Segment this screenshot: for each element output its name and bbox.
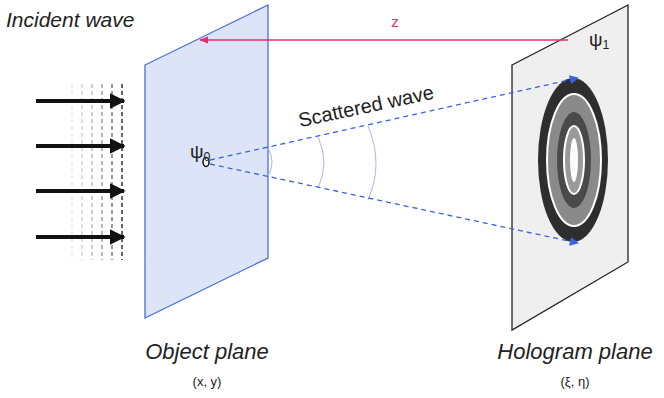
field-symbol: ψ0 xyxy=(190,142,210,165)
field-symbol: ψ1 xyxy=(589,30,609,53)
z-distance-arrow xyxy=(200,39,568,40)
coordinate-label: (ξ, η) xyxy=(561,375,590,389)
coordinate-label: (x, y) xyxy=(193,375,222,389)
scattered-wavefronts xyxy=(268,126,376,200)
plane-label: Hologram plane xyxy=(497,340,652,364)
plane-label: Object plane xyxy=(145,340,269,364)
figure-label: Incident wave xyxy=(6,8,134,31)
wave-label: Scattered wave xyxy=(296,81,435,131)
scattered-rays xyxy=(210,78,578,243)
object-plane xyxy=(145,5,268,318)
hologram-plane xyxy=(512,5,628,330)
incident-arrows xyxy=(36,101,124,237)
incident-wavefronts xyxy=(72,84,122,260)
interference-rings xyxy=(538,78,608,242)
distance-label: z xyxy=(391,14,399,31)
